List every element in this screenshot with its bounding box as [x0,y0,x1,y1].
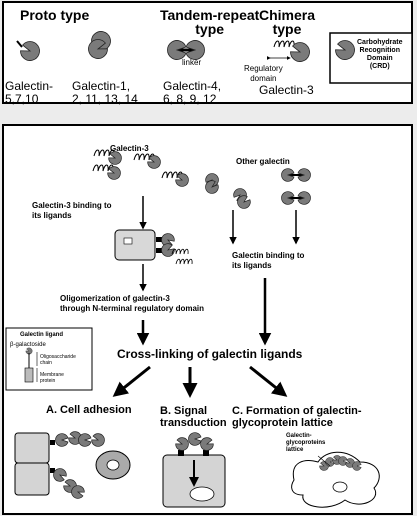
g3-bound-cell [114,229,193,265]
linker-label: linker [182,58,202,67]
chimera-members: Galectin-3 [259,83,314,97]
crosslinking-title: Cross-linking of galectin ligands [117,347,303,361]
galectin1-dimer-icon [85,28,114,62]
galectin3-label: Galectin-3 [110,144,149,153]
other-galectin-molecules [202,168,311,212]
proto-type-icon [16,38,43,64]
g3-binding-text: Galectin-3 binding to its ligands [32,201,112,220]
tandem-type-title: Tandem-repeat type [160,7,260,37]
other-binding-text: Galectin binding to its ligands [232,251,305,270]
tandem-members: Galectin-4, 6, 8, 9, 12 [163,79,222,106]
ligand-legend-beta: β-galactoside [10,342,46,348]
lattice-illustration [291,451,380,508]
regulatory-domain-label: Regulatory domain [244,64,283,83]
outcome-b-signal-transduction: B. Signal transduction [160,405,227,429]
ligand-legend-oligo: Oligosaccharide chain [40,354,76,366]
other-galectin-label: Other galectin [236,157,290,166]
ligand-legend-title: Galectin ligand [20,332,64,338]
chimera-type-title: Chimera type [259,7,316,37]
proto-type-title: Proto type [20,7,90,23]
lattice-label: Galectin- glycoproteins lattice [286,433,326,453]
galectin1-members: Galectin-1, 2, 11, 13, 14 [72,79,138,106]
proto-members: Galectin- 5,7,10 [5,79,54,106]
chimera-type-icon [266,39,313,65]
signal-transduction-illustration [162,432,226,508]
galectin3-molecules [92,149,191,189]
outcome-a-cell-adhesion: A. Cell adhesion [46,404,132,416]
cell-adhesion-illustration [14,429,131,501]
crd-legend-text: Carbohydrate Recognition Domain (CRD) [357,39,403,70]
outcome-c-lattice-formation: C. Formation of galectin- glycoprotein l… [232,405,362,429]
oligomerization-text: Oligomerization of galectin-3 through N-… [60,294,205,313]
tandem-repeat-icon [167,40,205,60]
ligand-legend [5,327,93,391]
ligand-legend-membrane: Membrane protein [40,372,64,384]
